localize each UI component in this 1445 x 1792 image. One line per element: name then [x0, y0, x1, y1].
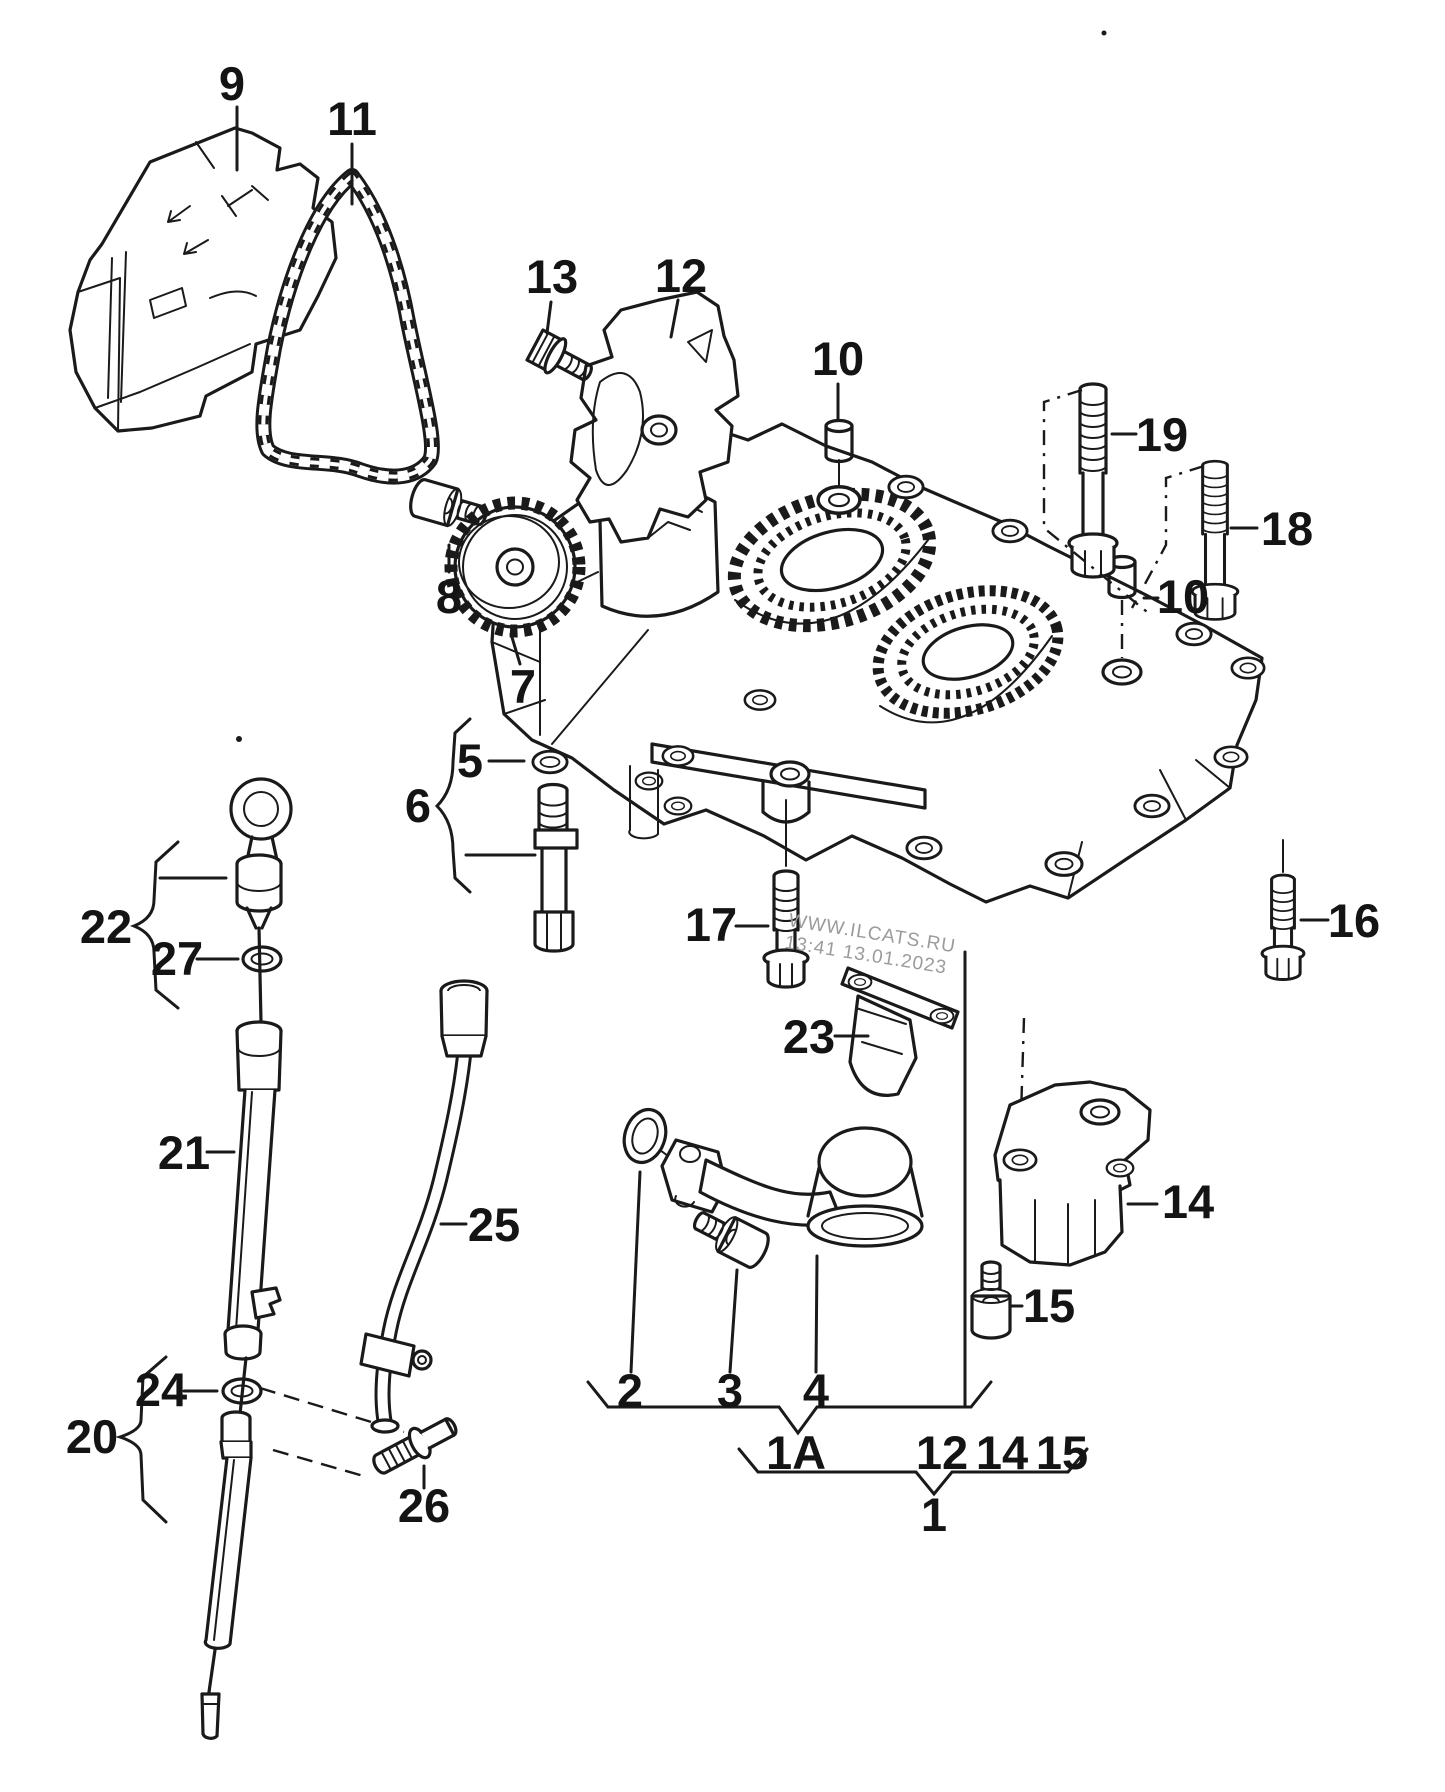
part-label-22: 22: [80, 900, 132, 953]
part-16-bolt: [1260, 839, 1306, 982]
part-label-4: 4: [803, 1364, 829, 1417]
part-18-projection-line: [1130, 464, 1205, 609]
part-label-2: 2: [617, 1364, 643, 1417]
part-label-19: 19: [1136, 408, 1188, 461]
part-label-10-right: 10: [1157, 570, 1209, 623]
part-6-brace: [434, 717, 472, 894]
part-label-26: 26: [398, 1479, 450, 1532]
balance-shaft-module-housing: [490, 422, 1266, 904]
part-label-14: 14: [1162, 1175, 1214, 1228]
part-label-27: 27: [151, 932, 203, 985]
part-label-1: 1: [921, 1488, 947, 1541]
part-14-oil-pump: [993, 1017, 1152, 1267]
part-15-bolt: [970, 1260, 1012, 1340]
group-bracket-1: [737, 1447, 1089, 1497]
dipstick-assembly: [200, 777, 293, 1740]
ink-speck: [236, 736, 242, 742]
part-label-1A: 1A: [766, 1426, 826, 1479]
part-22-brace: [129, 840, 180, 1010]
part-label-8: 8: [436, 570, 462, 623]
callout-labels: 9 11 13 12 10 19 18 8 7 5 6 22 27 21 25 …: [66, 57, 1380, 1541]
part-7-sprocket: [444, 496, 586, 638]
part-label-24: 24: [135, 1363, 187, 1416]
part-label-18: 18: [1261, 502, 1313, 555]
part-label-12-group: 12: [916, 1426, 968, 1479]
part-label-12: 12: [655, 249, 707, 302]
part-label-13: 13: [526, 250, 578, 303]
part-label-14-group: 14: [976, 1426, 1028, 1479]
part-10-dowel-top: [824, 418, 854, 487]
part-label-16: 16: [1328, 894, 1380, 947]
part-label-25: 25: [468, 1198, 520, 1251]
part-label-3: 3: [717, 1364, 743, 1417]
ink-speck-top: [1101, 30, 1107, 36]
part-label-20: 20: [66, 1410, 118, 1463]
part-12-tensioner: [569, 290, 740, 544]
part-label-6: 6: [405, 779, 431, 832]
part-25-tube: [359, 979, 489, 1434]
part-9-shield-plate: [68, 126, 338, 433]
part-19-bolt: [1067, 382, 1119, 579]
leader-lines: [115, 105, 1330, 1524]
part-23-baffle: [840, 966, 960, 1097]
part-11-chain: [255, 168, 440, 485]
part-5-oring: [531, 749, 569, 775]
part-label-15: 15: [1023, 1279, 1075, 1332]
part-label-7: 7: [510, 660, 536, 713]
part-10-dowel-right: [1107, 554, 1137, 658]
part-17-bolt: [762, 799, 810, 989]
part-20-brace: [115, 1355, 168, 1524]
part-27-oring: [241, 945, 283, 973]
part-label-15-group: 15: [1036, 1426, 1088, 1479]
part-label-5: 5: [457, 734, 483, 787]
part-19-projection-line: [1042, 388, 1153, 617]
part-label-10-top: 10: [812, 332, 864, 385]
part-6-stud-bolt: [533, 629, 649, 953]
part-4-pickup-pipe: [660, 1126, 924, 1248]
part-26-fitting: [372, 1417, 458, 1475]
watermark: WWW.ILCATS.RU 13:41 13.01.2023: [783, 910, 957, 978]
part-label-21: 21: [158, 1126, 210, 1179]
group-bracket-1A: [586, 1380, 993, 1436]
part-label-23: 23: [783, 1010, 835, 1063]
part-label-17: 17: [685, 898, 737, 951]
part-label-9: 9: [219, 57, 245, 110]
part-label-11: 11: [327, 92, 377, 145]
